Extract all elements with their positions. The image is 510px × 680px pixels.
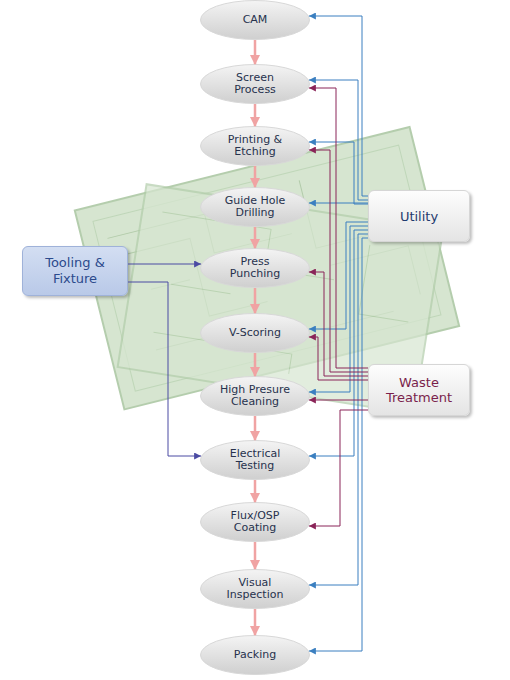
flow-arrow: [309, 80, 368, 200]
process-oval: Electrical Testing: [200, 440, 310, 480]
node-label: Waste Treatment: [377, 375, 461, 405]
flow-arrow: [309, 222, 368, 329]
flow-arrow: [254, 542, 257, 569]
flow-arrow: [309, 234, 368, 585]
flow-arrow: [309, 142, 368, 204]
process-oval: Packing: [200, 635, 310, 675]
node-label: Electrical Testing: [216, 448, 294, 472]
process-oval: Printing & Etching: [200, 126, 310, 166]
node-label: Flux/OSP Coating: [216, 510, 294, 534]
node-label: Printing & Etching: [216, 134, 294, 158]
node-label: V-Scoring: [229, 327, 281, 339]
flow-arrow: [128, 264, 201, 265]
flow-arrow: [128, 282, 201, 456]
flow-arrow: [309, 226, 368, 392]
flow-arrow: [309, 410, 368, 526]
process-oval: V-Scoring: [200, 313, 310, 353]
flow-arrow: [254, 40, 257, 64]
process-oval: Press Punching: [200, 248, 310, 288]
flow-arrow: [254, 166, 257, 187]
flow-arrow: [254, 353, 257, 376]
flow-arrow: [309, 203, 368, 204]
process-oval: Visual Inspection: [200, 569, 310, 609]
flow-arrow: [309, 230, 368, 456]
node-label: Guide Hole Drilling: [216, 195, 294, 219]
flow-arrow: [309, 400, 368, 401]
support-box: Waste Treatment: [368, 364, 470, 416]
flow-arrow: [309, 16, 368, 196]
flow-arrow: [254, 416, 257, 440]
flow-arrow: [309, 337, 368, 380]
node-label: High Presure Cleaning: [216, 384, 294, 408]
process-oval: High Presure Cleaning: [200, 376, 310, 416]
flow-arrow: [309, 272, 368, 376]
process-oval: Screen Process: [200, 64, 310, 104]
flow-arrow: [254, 480, 257, 502]
flow-arrow: [254, 227, 257, 248]
flow-arrow: [254, 104, 257, 126]
process-oval: Flux/OSP Coating: [200, 502, 310, 542]
node-label: Press Punching: [216, 256, 294, 280]
flow-arrow: [309, 88, 368, 368]
flow-arrow: [254, 288, 257, 313]
support-box: Utility: [368, 190, 470, 242]
node-label: CAM: [243, 14, 268, 26]
node-label: Utility: [400, 209, 438, 224]
flow-arrow: [309, 150, 368, 372]
process-oval: Guide Hole Drilling: [200, 187, 310, 227]
node-label: Visual Inspection: [216, 577, 294, 601]
node-label: Screen Process: [216, 72, 294, 96]
flow-arrow: [309, 238, 368, 651]
process-oval: CAM: [200, 0, 310, 40]
node-label: Tooling & Fixture: [33, 255, 117, 287]
flow-arrow: [254, 609, 257, 635]
resource-box: Tooling & Fixture: [22, 246, 128, 296]
node-label: Packing: [234, 649, 276, 661]
